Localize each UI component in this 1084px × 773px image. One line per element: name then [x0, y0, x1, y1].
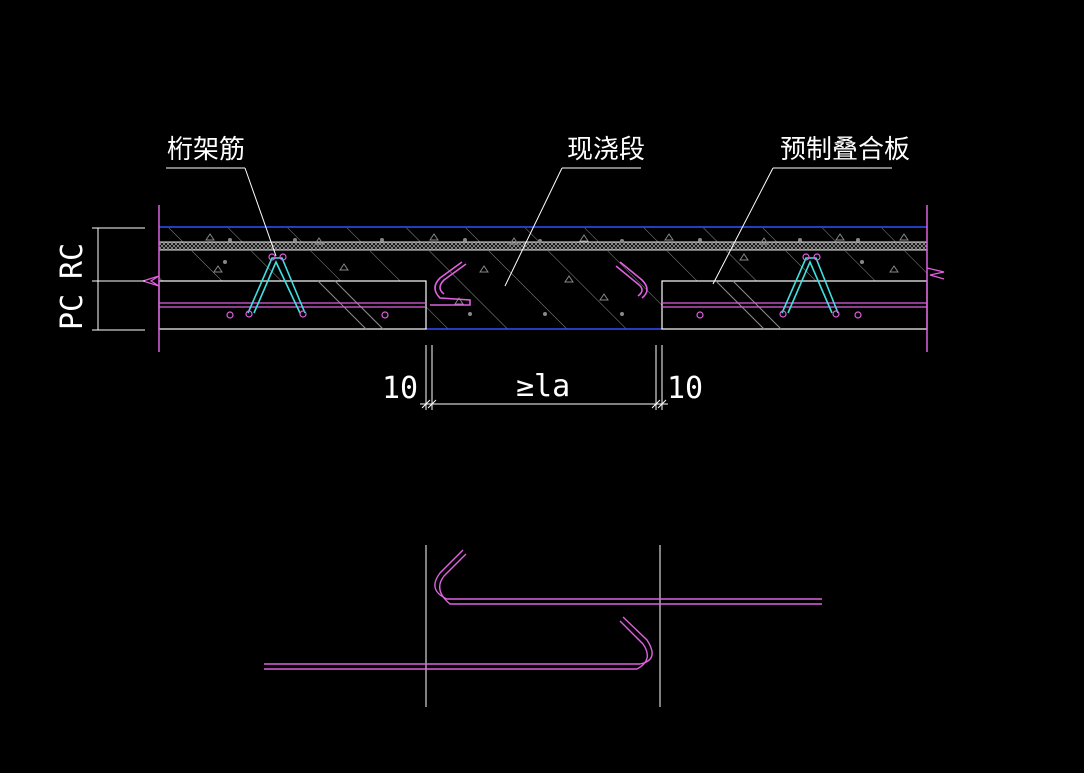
- hook-bar-left: [430, 261, 471, 306]
- leader-truss: [244, 167, 277, 257]
- detail-bar-upper-inner: [438, 553, 822, 605]
- detail-bar-lower-inner: [264, 620, 649, 670]
- dim-tick: [657, 399, 667, 409]
- truss-chord-dots: [245, 253, 840, 318]
- topping-hatch-upper: [159, 228, 927, 242]
- hook-bar-right: [619, 261, 648, 299]
- slab-hatch: [317, 280, 367, 330]
- dim-tick: [427, 399, 437, 409]
- slab-hatch: [334, 280, 384, 330]
- leader-precast: [712, 167, 774, 285]
- aggregate-marks: [223, 238, 864, 316]
- aggregate-triangles: [205, 233, 909, 305]
- dim-left-gap: 10: [382, 371, 418, 406]
- hook-detail: [264, 545, 822, 707]
- label-precast-slab: 预制叠合板: [780, 135, 910, 165]
- slab-section: 桁架筋 现浇段 预制叠合板 RC PC 10 ≥la 10: [55, 135, 945, 410]
- break-symbol-left: [140, 275, 160, 287]
- dim-anchorage: ≥la: [516, 369, 570, 404]
- truss-rebar-right: [781, 257, 839, 314]
- label-rc-layer: RC: [55, 243, 90, 279]
- mesh-band: [159, 242, 927, 250]
- truss-rebar-left: [247, 257, 306, 314]
- slab-hatch: [732, 280, 782, 330]
- dim-right-gap: 10: [667, 371, 703, 406]
- label-truss-rebar: 桁架筋: [167, 135, 245, 165]
- break-symbol-right: [926, 267, 945, 280]
- detail-bar-lower-outer: [264, 616, 653, 665]
- label-pc-layer: PC: [55, 294, 90, 330]
- precast-slab-right: [661, 280, 928, 330]
- label-cast-in-place: 现浇段: [567, 135, 645, 165]
- dim-tick: [651, 399, 661, 409]
- dim-tick: [421, 399, 431, 409]
- slab-hatch: [715, 280, 765, 330]
- detail-bar-upper-outer: [434, 549, 822, 600]
- hook-bar-right-inner: [615, 265, 643, 297]
- rebar-dots: [226, 311, 862, 319]
- precast-slab-left: [158, 280, 427, 330]
- hook-bar-left-inner: [439, 263, 467, 295]
- leader-cast: [504, 167, 563, 287]
